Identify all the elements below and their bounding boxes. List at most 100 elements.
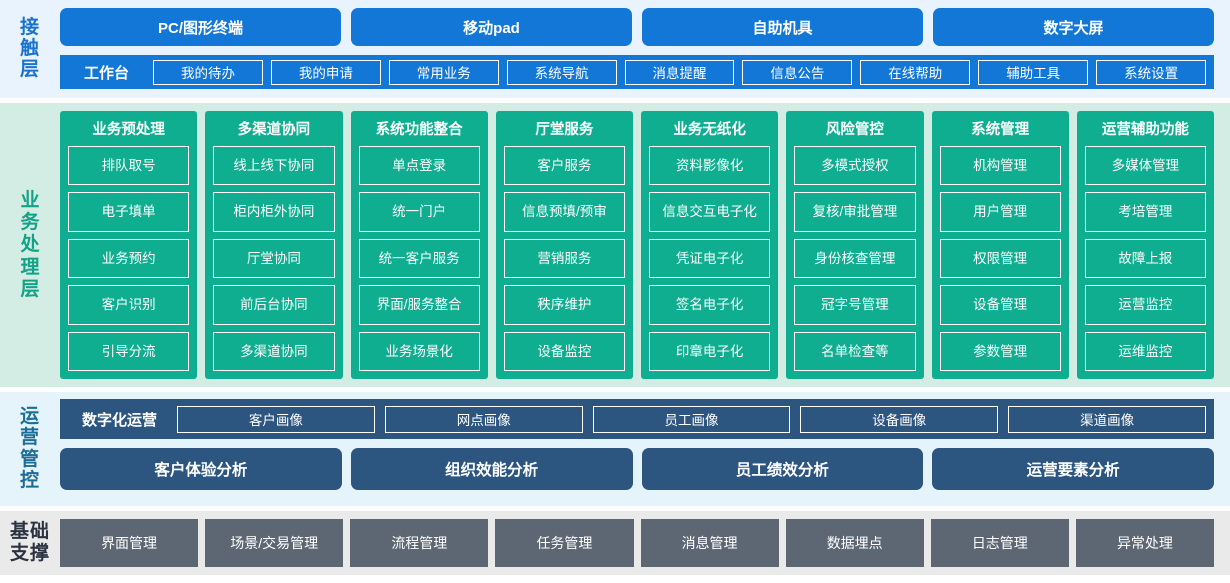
workbench-item-my-application[interactable]: 我的申请	[270, 59, 381, 85]
base-support-row: 界面管理 场景/交易管理 流程管理 任务管理 消息管理 数据埋点 日志管理 异常…	[60, 519, 1214, 567]
portrait-customer[interactable]: 客户画像	[177, 405, 375, 433]
business-column-lobby-service: 厅堂服务 客户服务 信息预填/预审 营销服务 秩序维护 设备监控	[495, 111, 633, 379]
module-order-maintenance[interactable]: 秩序维护	[503, 285, 625, 325]
channel-mobile-pad[interactable]: 移动pad	[351, 8, 632, 46]
base-ui-management[interactable]: 界面管理	[60, 519, 199, 567]
module-e-form[interactable]: 电子填单	[68, 192, 190, 232]
module-customer-identification[interactable]: 客户识别	[68, 285, 190, 325]
channel-pc[interactable]: PC/图形终端	[60, 8, 341, 46]
module-operation-monitoring[interactable]: 运营监控	[1084, 285, 1206, 325]
module-serial-number-management[interactable]: 冠字号管理	[794, 285, 916, 325]
analysis-employee-performance[interactable]: 员工绩效分析	[641, 448, 924, 490]
module-unified-customer-service[interactable]: 统一客户服务	[358, 238, 480, 279]
module-review-approval-management[interactable]: 复核/审批管理	[794, 192, 916, 232]
module-lobby-collab[interactable]: 厅堂协同	[213, 238, 335, 279]
channel-digital-screen[interactable]: 数字大屏	[933, 8, 1214, 46]
module-queue-ticket[interactable]: 排队取号	[68, 146, 190, 186]
module-front-back-collab[interactable]: 前后台协同	[213, 285, 335, 325]
portrait-device[interactable]: 设备画像	[800, 405, 999, 433]
column-items: 资料影像化 信息交互电子化 凭证电子化 签名电子化 印章电子化	[649, 146, 771, 372]
module-maintenance-monitoring[interactable]: 运维监控	[1084, 331, 1206, 372]
module-business-appointment[interactable]: 业务预约	[68, 238, 190, 279]
base-message-management[interactable]: 消息管理	[640, 519, 779, 567]
column-title: 多渠道协同	[237, 122, 311, 138]
digital-operations-row: 数字化运营 客户画像 网点画像 员工画像 设备画像 渠道画像	[60, 399, 1214, 439]
module-multi-channel-collab[interactable]: 多渠道协同	[213, 331, 335, 372]
band-separator	[0, 506, 1230, 511]
module-voucher-electronic[interactable]: 凭证电子化	[649, 238, 771, 279]
business-column-system-integration: 系统功能整合 单点登录 统一门户 统一客户服务 界面/服务整合 业务场景化	[350, 111, 488, 379]
workbench-item-announcement[interactable]: 信息公告	[742, 59, 853, 85]
column-items: 客户服务 信息预填/预审 营销服务 秩序维护 设备监控	[503, 146, 625, 372]
module-device-monitoring[interactable]: 设备监控	[503, 331, 625, 372]
module-permission-management[interactable]: 权限管理	[939, 238, 1061, 279]
business-column-paperless: 业务无纸化 资料影像化 信息交互电子化 凭证电子化 签名电子化 印章电子化	[641, 111, 779, 379]
workbench-item-online-help[interactable]: 在线帮助	[860, 59, 971, 85]
module-unified-portal[interactable]: 统一门户	[358, 192, 480, 232]
module-signature-electronic[interactable]: 签名电子化	[649, 285, 771, 325]
business-column-pre-processing: 业务预处理 排队取号 电子填单 业务预约 客户识别 引导分流	[60, 111, 198, 379]
module-device-management[interactable]: 设备管理	[939, 285, 1061, 325]
workbench-item-my-todo[interactable]: 我的待办	[153, 59, 263, 85]
module-guided-diversion[interactable]: 引导分流	[68, 331, 190, 372]
portrait-channel[interactable]: 渠道画像	[1008, 405, 1206, 433]
module-seal-electronic[interactable]: 印章电子化	[649, 331, 771, 372]
analysis-customer-experience[interactable]: 客户体验分析	[60, 448, 342, 490]
module-organization-management[interactable]: 机构管理	[939, 146, 1061, 186]
module-ui-service-integration[interactable]: 界面/服务整合	[358, 285, 480, 325]
layer-label-char: 层	[19, 59, 40, 81]
portrait-employee[interactable]: 员工画像	[592, 405, 791, 433]
base-log-management[interactable]: 日志管理	[930, 519, 1069, 567]
module-online-offline-collab[interactable]: 线上线下协同	[213, 146, 335, 186]
business-columns: 业务预处理 排队取号 电子填单 业务预约 客户识别 引导分流 多渠道协同 线上线…	[60, 111, 1214, 379]
workbench-item-system-navigation[interactable]: 系统导航	[506, 59, 617, 85]
base-scenario-transaction-management[interactable]: 场景/交易管理	[205, 519, 344, 567]
layer-label-base-support: 基础 支撑	[0, 519, 60, 567]
workbench-item-aux-tools[interactable]: 辅助工具	[978, 59, 1089, 85]
module-training-management[interactable]: 考培管理	[1084, 192, 1206, 232]
layer-label-contact: 接 触 层	[0, 8, 60, 89]
workbench-item-common-business[interactable]: 常用业务	[388, 59, 499, 85]
base-exception-handling[interactable]: 异常处理	[1075, 519, 1214, 567]
layer-label-char: 触	[19, 37, 40, 59]
column-title: 厅堂服务	[535, 122, 594, 138]
base-process-management[interactable]: 流程管理	[350, 519, 489, 567]
channel-self-service[interactable]: 自助机具	[642, 8, 923, 46]
layer-label-char: 运	[19, 405, 40, 427]
layer-business-body: 业务预处理 排队取号 电子填单 业务预约 客户识别 引导分流 多渠道协同 线上线…	[60, 111, 1214, 379]
base-data-tracking[interactable]: 数据埋点	[785, 519, 924, 567]
layer-label-char: 理	[20, 256, 40, 278]
module-customer-service[interactable]: 客户服务	[503, 146, 625, 186]
module-marketing-service[interactable]: 营销服务	[503, 238, 625, 279]
business-column-multi-channel: 多渠道协同 线上线下协同 柜内柜外协同 厅堂协同 前后台协同 多渠道协同	[205, 111, 343, 379]
module-multi-mode-authorization[interactable]: 多模式授权	[794, 146, 916, 186]
module-parameter-management[interactable]: 参数管理	[939, 331, 1061, 372]
workbench-row: 工作台 我的待办 我的申请 常用业务 系统导航 消息提醒 信息公告 在线帮助 辅…	[60, 55, 1214, 89]
layer-base-support-body: 界面管理 场景/交易管理 流程管理 任务管理 消息管理 数据埋点 日志管理 异常…	[60, 519, 1214, 567]
module-identity-verification[interactable]: 身份核查管理	[794, 238, 916, 279]
workbench-item-system-settings[interactable]: 系统设置	[1096, 59, 1207, 85]
module-user-management[interactable]: 用户管理	[939, 192, 1061, 232]
module-multimedia-management[interactable]: 多媒体管理	[1084, 146, 1206, 186]
layer-operations: 运 营 管 控 数字化运营 客户画像 网点画像 员工画像 设备画像 渠道画像 客…	[0, 392, 1230, 506]
layer-label-operations: 运 营 管 控	[0, 399, 60, 498]
workbench-item-message-alert[interactable]: 消息提醒	[624, 59, 735, 85]
module-info-prefill-review[interactable]: 信息预填/预审	[503, 192, 625, 232]
module-watchlist-check[interactable]: 名单检查等	[794, 331, 916, 372]
module-document-imaging[interactable]: 资料影像化	[649, 146, 771, 186]
analysis-organization-efficiency[interactable]: 组织效能分析	[350, 448, 633, 490]
column-items: 排队取号 电子填单 业务预约 客户识别 引导分流	[68, 146, 190, 372]
module-single-sign-on[interactable]: 单点登录	[358, 146, 480, 186]
module-counter-inout-collab[interactable]: 柜内柜外协同	[213, 192, 335, 232]
module-info-exchange-electronic[interactable]: 信息交互电子化	[649, 192, 771, 232]
module-business-scenario[interactable]: 业务场景化	[358, 331, 480, 372]
business-column-system-management: 系统管理 机构管理 用户管理 权限管理 设备管理 参数管理	[931, 111, 1069, 379]
column-items: 多媒体管理 考培管理 故障上报 运营监控 运维监控	[1084, 146, 1206, 372]
analysis-operation-factors[interactable]: 运营要素分析	[932, 448, 1214, 490]
band-separator	[0, 98, 1230, 103]
base-task-management[interactable]: 任务管理	[495, 519, 634, 567]
module-fault-reporting[interactable]: 故障上报	[1084, 238, 1206, 279]
layer-contact-body: PC/图形终端 移动pad 自助机具 数字大屏 工作台 我的待办 我的申请 常用…	[60, 8, 1230, 89]
portrait-branch[interactable]: 网点画像	[384, 405, 583, 433]
